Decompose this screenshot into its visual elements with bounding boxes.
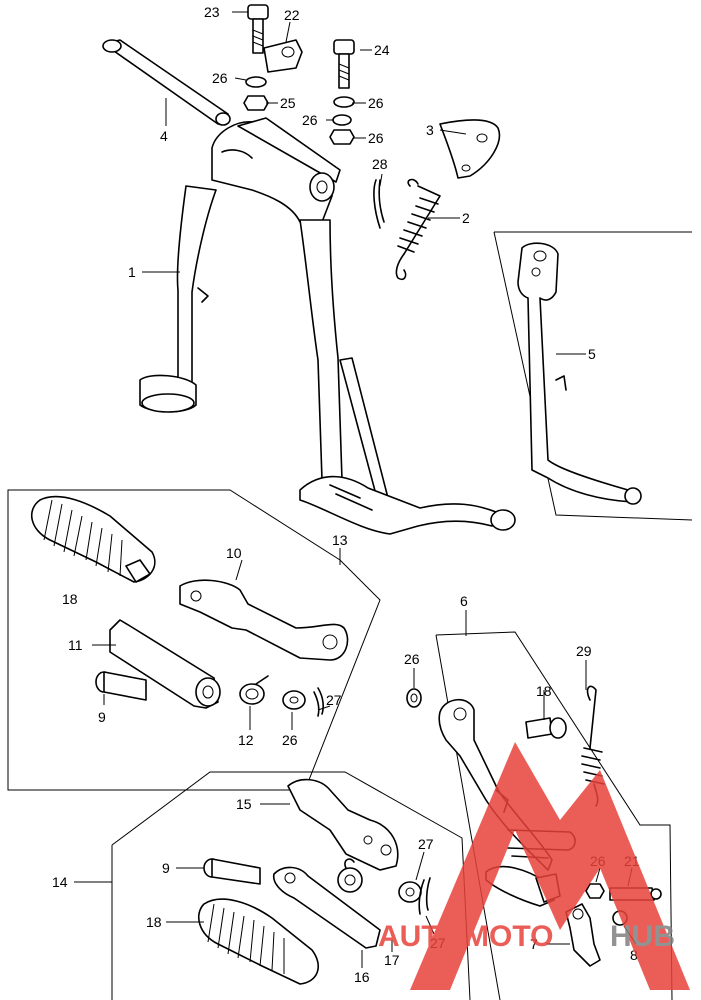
label-part-24: 26 <box>404 651 420 667</box>
main-stand <box>139 117 516 535</box>
bolt-left <box>247 4 269 54</box>
label-part-23: 26 <box>368 130 384 146</box>
label-part-20: 22 <box>284 7 300 23</box>
label-part-23: 25 <box>280 95 296 111</box>
brake-collar <box>406 688 422 708</box>
rear-step-spring <box>239 675 269 705</box>
watermark-text-hub: HUB <box>610 920 675 953</box>
watermark-logo: AUTO MOTO HUB <box>378 742 690 990</box>
front-step-holder <box>287 778 399 871</box>
label-part-15: 15 <box>236 796 252 812</box>
rear-step-holder <box>179 579 349 661</box>
label-part-26: 26 <box>282 732 298 748</box>
label-part-18: 18 <box>62 591 78 607</box>
lock-plate <box>263 39 303 73</box>
label-part-9: 9 <box>162 860 170 876</box>
front-step-rubber <box>197 898 320 985</box>
front-step-pin <box>203 858 261 885</box>
nut-right <box>329 129 355 145</box>
label-part-4: 4 <box>160 128 168 144</box>
front-step-washer <box>398 881 422 903</box>
label-part-29: 29 <box>576 643 592 659</box>
brake-joint <box>565 903 601 967</box>
cotter-pin-top <box>373 179 385 229</box>
label-part-26: 26 <box>302 112 318 128</box>
front-step-cotter-pin <box>418 877 431 915</box>
label-part-28: 28 <box>372 156 388 172</box>
label-part-26: 26 <box>368 95 384 111</box>
label-part-6: 6 <box>460 593 468 609</box>
label-part-18: 18 <box>146 914 162 930</box>
label-part-26: 26 <box>212 70 228 86</box>
label-part-2: 2 <box>462 210 470 226</box>
washer-left <box>245 76 267 88</box>
label-part-14: 14 <box>52 874 68 890</box>
washer-right-1 <box>333 96 355 108</box>
watermark-mountain-icon <box>410 742 690 990</box>
label-part-8: 8 <box>630 947 638 963</box>
label-part-17: 17 <box>384 952 400 968</box>
label-part-7: 7 <box>530 936 538 952</box>
leader-lines <box>74 11 637 968</box>
group-outline-side-stand <box>493 231 693 521</box>
label-part-13: 13 <box>332 532 348 548</box>
front-step-spring <box>337 858 363 893</box>
pivot-shaft <box>102 39 231 126</box>
watermark-text-auto: AUTO <box>378 920 462 953</box>
label-part-12: 12 <box>238 732 254 748</box>
group-outline-rear-step <box>7 489 381 791</box>
nut-left <box>243 95 269 111</box>
label-part-10: 10 <box>226 545 242 561</box>
label-part-9: 9 <box>98 709 106 725</box>
label-part-5: 5 <box>588 346 596 362</box>
rear-step-pin <box>95 671 147 701</box>
stand-spring <box>395 178 441 281</box>
bolt-right <box>333 39 355 89</box>
label-part-22: 24 <box>374 42 390 58</box>
brake-pivot-bolt <box>525 717 567 739</box>
watermark-text-moto: MOTO <box>464 920 553 953</box>
rear-step-cotter-pin <box>313 687 324 717</box>
rear-step-washer <box>282 690 306 710</box>
brake-nut <box>585 883 605 899</box>
label-part-3: 3 <box>426 122 434 138</box>
label-part-1: 1 <box>128 264 136 280</box>
label-part-19: 18 <box>536 683 552 699</box>
side-stand <box>517 242 642 505</box>
label-part-11: 11 <box>68 637 83 653</box>
group-outline-brake-pedal <box>435 631 673 1000</box>
label-part-26: 27 <box>418 836 434 852</box>
label-part-16: 16 <box>354 969 370 985</box>
washer-right-2 <box>332 114 352 126</box>
front-step-bar <box>272 866 381 949</box>
label-part-27: 27 <box>326 692 342 708</box>
rear-step-rubber <box>30 495 156 583</box>
part-number-labels: 23 22 26 25 24 26 26 26 28 3 2 4 1 5 10 … <box>52 4 640 985</box>
label-part-22: 23 <box>204 4 220 20</box>
rear-step-bar <box>109 619 221 709</box>
